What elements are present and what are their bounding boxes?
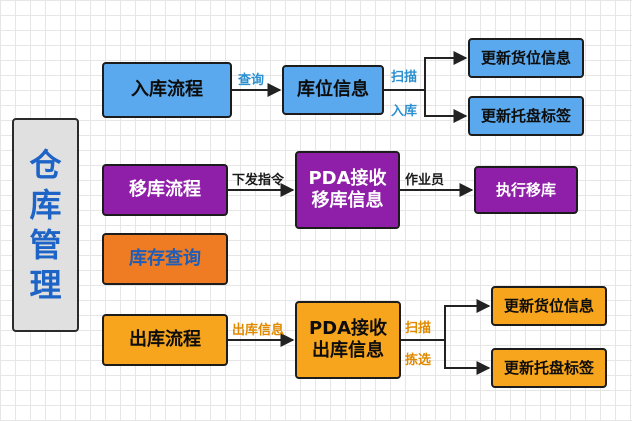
node-pda-receive-outbound: PDA接收 出库信息 (295, 301, 401, 379)
node-location-info: 库位信息 (282, 65, 384, 115)
node-inbound-process-label: 入库流程 (131, 79, 203, 101)
edge-label-inbound-scan: 扫描 (391, 70, 418, 85)
node-inbound-process: 入库流程 (102, 62, 232, 118)
node-inbound-update-pallet-label-text: 更新托盘标签 (480, 107, 571, 125)
node-inbound-update-pallet-label: 更新托盘标签 (468, 96, 584, 136)
node-outbound-update-pallet-label: 更新托盘标签 (491, 348, 607, 388)
node-pda-receive-transfer-label: PDA接收 移库信息 (308, 168, 387, 211)
edge-label-inbound-stock-in: 入库 (391, 104, 418, 119)
node-outbound-update-pallet-label-text: 更新托盘标签 (503, 359, 594, 377)
node-execute-transfer-label: 执行移库 (495, 181, 556, 199)
node-inventory-query: 库存查询 (102, 233, 228, 285)
node-inventory-query-label: 库存查询 (129, 248, 201, 270)
node-location-info-label: 库位信息 (297, 79, 369, 101)
edge-label-inbound-query: 查询 (238, 73, 265, 88)
edge-label-outbound-pick: 拣选 (405, 353, 432, 368)
node-outbound-process: 出库流程 (102, 314, 228, 366)
node-inbound-update-location-label: 更新货位信息 (480, 49, 571, 67)
node-pda-receive-transfer: PDA接收 移库信息 (295, 151, 400, 229)
node-outbound-process-label: 出库流程 (129, 329, 201, 351)
edge-label-outbound-info: 出库信息 (232, 323, 285, 338)
node-inbound-update-location: 更新货位信息 (468, 38, 584, 78)
node-transfer-process-label: 移库流程 (129, 179, 201, 201)
edge-label-transfer-worker: 作业员 (405, 173, 445, 188)
root-label: 仓库管理 (29, 146, 62, 304)
node-transfer-process: 移库流程 (102, 164, 228, 216)
node-pda-receive-outbound-label: PDA接收 出库信息 (308, 318, 388, 361)
node-execute-transfer: 执行移库 (474, 166, 578, 214)
root-node-warehouse-management: 仓库管理 (12, 118, 79, 332)
node-outbound-update-location-label: 更新货位信息 (503, 297, 594, 315)
edge-label-transfer-command: 下发指令 (232, 173, 285, 188)
node-outbound-update-location: 更新货位信息 (491, 286, 607, 326)
edge-label-outbound-scan: 扫描 (405, 321, 432, 336)
